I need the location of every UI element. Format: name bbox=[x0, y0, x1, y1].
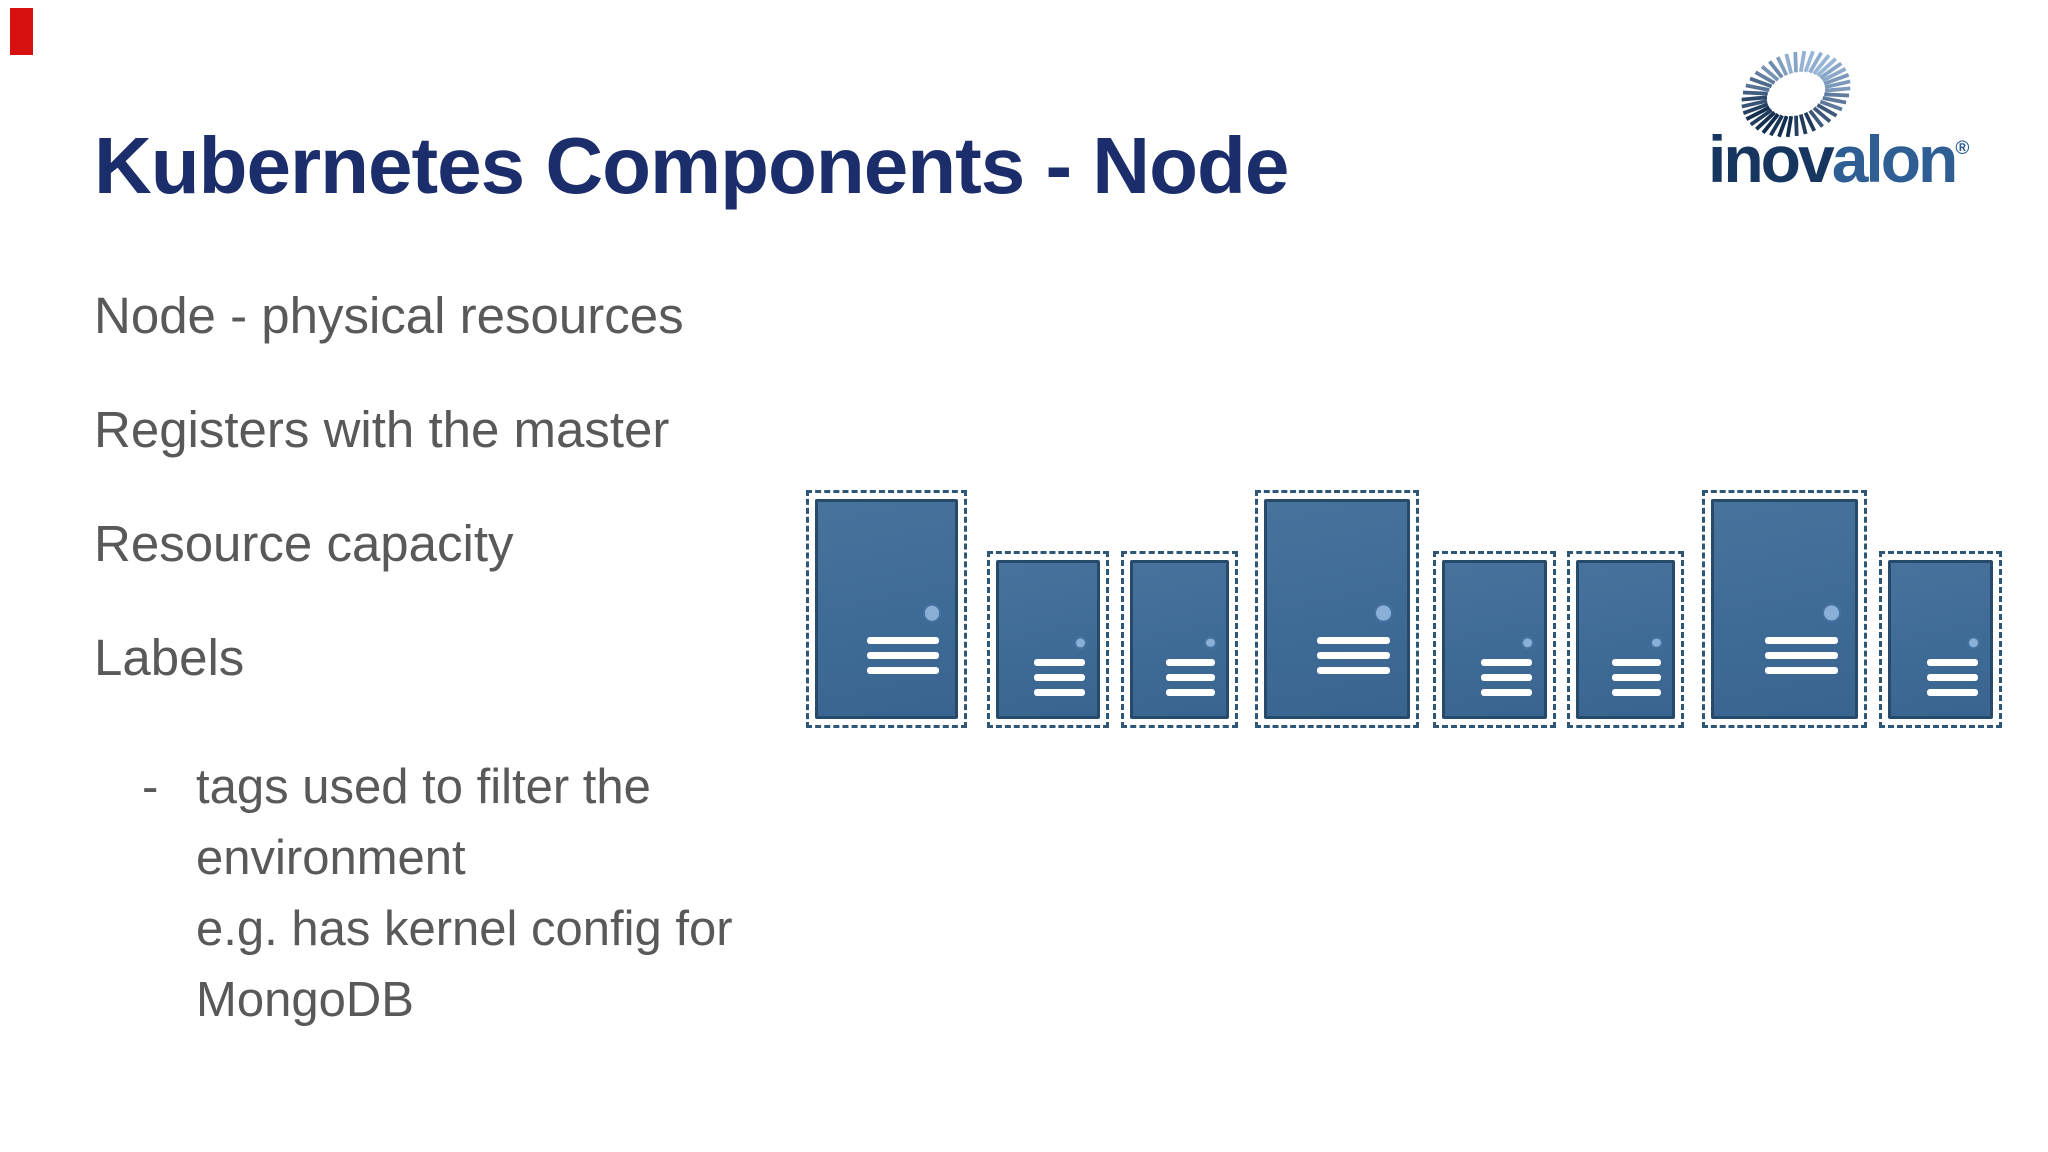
server-tower-icon bbox=[1879, 551, 2002, 728]
inovalon-wordmark: inovalon® bbox=[1708, 126, 1969, 192]
vent-slot bbox=[1926, 689, 1979, 697]
power-button-icon bbox=[1374, 603, 1393, 623]
sub-bullet-lines: tags used to filter the environment e.g. h… bbox=[196, 752, 733, 1036]
server-tower-body bbox=[1888, 560, 1993, 719]
vent-slots-icon bbox=[1034, 659, 1086, 697]
vent-slot bbox=[1480, 674, 1533, 682]
power-button-icon bbox=[1204, 636, 1217, 649]
vent-slot bbox=[1480, 689, 1533, 697]
vent-slot bbox=[1166, 659, 1215, 667]
server-tower-icon bbox=[1433, 551, 1556, 728]
power-button-icon bbox=[922, 604, 942, 623]
server-tower-body bbox=[996, 560, 1100, 719]
inovalon-swirl-icon bbox=[1741, 50, 1851, 138]
server-tower-body bbox=[1130, 560, 1229, 719]
server-tower-body bbox=[1711, 499, 1858, 719]
vent-slot bbox=[1317, 666, 1391, 674]
bullet-item: Labels bbox=[94, 629, 245, 686]
power-button-icon bbox=[1821, 603, 1841, 623]
power-button-icon bbox=[1520, 635, 1535, 650]
vent-slot bbox=[1926, 659, 1979, 667]
bullet-item: Resource capacity bbox=[94, 515, 514, 572]
bullet-item: Registers with the master bbox=[94, 401, 670, 458]
power-button-icon bbox=[1073, 635, 1088, 650]
registered-trademark-symbol: ® bbox=[1955, 138, 1970, 159]
vent-slots-icon bbox=[1764, 636, 1839, 674]
server-tower-body bbox=[815, 499, 958, 719]
vent-slot bbox=[1764, 651, 1839, 659]
vent-slot bbox=[1764, 666, 1839, 674]
vent-slots-icon bbox=[1926, 659, 1979, 697]
red-accent-bar bbox=[10, 8, 33, 55]
inovalon-logo: inovalon® bbox=[1700, 36, 2030, 206]
vent-slot bbox=[1317, 636, 1391, 644]
bullet-item: Node - physical resources bbox=[94, 287, 684, 344]
server-tower-body bbox=[1442, 560, 1547, 719]
sub-bullet-dash: - bbox=[142, 760, 159, 814]
power-button-icon bbox=[1650, 636, 1663, 649]
vent-slots-icon bbox=[867, 636, 939, 674]
sub-bullet-line: MongoDB bbox=[196, 973, 414, 1027]
sub-bullet-line: tags used to filter the bbox=[196, 760, 651, 814]
sub-bullet-line: e.g. has kernel config for bbox=[196, 902, 733, 956]
vent-slot bbox=[1612, 689, 1661, 697]
inovalon-wordmark-suffix: alon bbox=[1831, 122, 1959, 196]
vent-slots-icon bbox=[1612, 659, 1661, 697]
server-tower-icon bbox=[806, 490, 967, 728]
server-tower-icon bbox=[1121, 551, 1238, 728]
vent-slot bbox=[867, 636, 939, 644]
vent-slot bbox=[867, 651, 939, 659]
server-tower-body bbox=[1576, 560, 1675, 719]
vent-slot bbox=[1034, 674, 1086, 682]
vent-slot bbox=[1166, 689, 1215, 697]
server-tower-icon bbox=[1567, 551, 1684, 728]
vent-slot bbox=[1034, 689, 1086, 697]
power-button-icon bbox=[1966, 635, 1981, 650]
vent-slot bbox=[1612, 659, 1661, 667]
vent-slot bbox=[1166, 674, 1215, 682]
slide-title: Kubernetes Components - Node bbox=[94, 121, 1289, 210]
vent-slots-icon bbox=[1480, 659, 1533, 697]
vent-slot bbox=[1480, 659, 1533, 667]
vent-slot bbox=[1612, 674, 1661, 682]
server-tower-icon bbox=[987, 551, 1109, 728]
vent-slot bbox=[867, 666, 939, 674]
vent-slot bbox=[1926, 674, 1979, 682]
sub-bullet-line: environment bbox=[196, 831, 466, 885]
server-tower-icon bbox=[1255, 490, 1419, 728]
vent-slots-icon bbox=[1317, 636, 1391, 674]
vent-slots-icon bbox=[1166, 659, 1215, 697]
vent-slot bbox=[1034, 659, 1086, 667]
vent-slot bbox=[1764, 636, 1839, 644]
server-tower-icon bbox=[1702, 490, 1867, 728]
server-tower-body bbox=[1264, 499, 1410, 719]
vent-slot bbox=[1317, 651, 1391, 659]
inovalon-wordmark-prefix: inov bbox=[1708, 122, 1835, 196]
